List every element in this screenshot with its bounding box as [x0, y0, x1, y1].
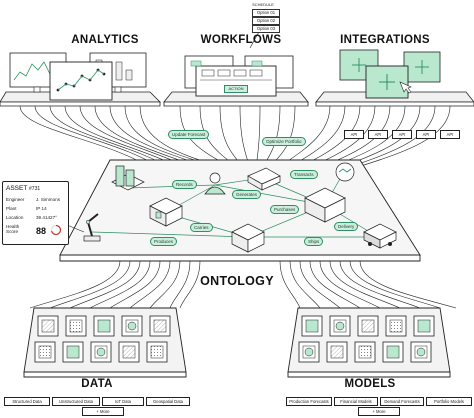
link-purchases[interactable]: Purchases — [270, 205, 300, 214]
asset-title: ASSET #731 — [6, 185, 41, 192]
model-tiles — [298, 315, 435, 363]
model-tag-production[interactable]: Production Forecasts — [286, 397, 332, 406]
data-tile — [34, 341, 56, 363]
link-delivery[interactable]: Delivery — [334, 222, 359, 231]
truck-trailer-icon — [247, 167, 281, 191]
engineer-person-icon — [204, 172, 226, 195]
data-tag-iot[interactable]: IoT Data — [102, 397, 144, 406]
model-tile — [326, 341, 348, 363]
model-tile — [410, 341, 432, 363]
data-tile — [149, 315, 171, 337]
link-records[interactable]: Records — [172, 180, 197, 189]
distribution-center-icon — [304, 187, 346, 223]
asset-field-value: J. Simmons — [36, 197, 60, 202]
workflows-shelf — [163, 55, 309, 107]
data-more-tag[interactable]: + More — [82, 407, 124, 416]
model-tag-portfolio[interactable]: Portfolio Models — [426, 397, 472, 406]
link-carries[interactable]: Carries — [190, 223, 213, 232]
model-tile — [357, 315, 379, 337]
data-tile — [121, 315, 143, 337]
ontology-platform — [59, 159, 421, 262]
asset-field-label: Engineer — [6, 197, 25, 202]
workflow-action-button[interactable]: ACTION — [224, 85, 248, 93]
asset-field-label: Health Score — [6, 224, 20, 234]
update-forecast-action[interactable]: Update Forecast — [168, 130, 210, 139]
models-heading: MODELS — [344, 378, 396, 390]
analytics-monitor-main — [49, 61, 113, 101]
option-2[interactable]: Option 02 — [252, 17, 280, 25]
robot-arm-icon — [83, 213, 101, 242]
model-tile — [301, 315, 323, 337]
option-3[interactable]: Option 03 — [252, 25, 280, 33]
workflows-heading: WORKFLOWS — [200, 34, 282, 46]
integrations-shelf — [315, 49, 474, 107]
data-tiles — [34, 315, 171, 363]
menu-connector — [249, 29, 261, 49]
link-ships[interactable]: Ships — [304, 237, 324, 246]
model-tile — [382, 341, 404, 363]
data-tag-structured[interactable]: Structured Data — [4, 397, 50, 406]
model-tile — [354, 341, 376, 363]
link-produces[interactable]: Produces — [150, 237, 178, 246]
model-tile — [298, 341, 320, 363]
warehouse-icon — [149, 197, 183, 227]
asset-card[interactable]: ASSET #731 Engineer J. Simmons Plant IP … — [2, 181, 69, 245]
api-tag-2[interactable]: API — [368, 130, 388, 139]
link-generates[interactable]: Generates — [232, 190, 262, 199]
cursor-hand-icon — [399, 81, 412, 94]
models-more-tag[interactable]: + More — [358, 407, 400, 416]
data-tag-unstructured[interactable]: Unstructured Data — [52, 397, 100, 406]
analytics-heading: ANALYTICS — [71, 34, 139, 46]
api-tag-5[interactable]: API — [440, 130, 460, 139]
health-gauge-icon — [50, 224, 62, 236]
asset-field-label: Location — [6, 215, 24, 220]
option-1[interactable]: Option 01 — [252, 9, 280, 17]
model-tile — [413, 315, 435, 337]
data-tile — [93, 315, 115, 337]
data-tile — [146, 341, 168, 363]
ontology-heading: ONTOLOGY — [200, 274, 274, 288]
handshake-icon — [335, 162, 355, 182]
data-tile — [90, 341, 112, 363]
model-tag-demand[interactable]: Demand Forecasts — [380, 397, 424, 406]
model-tile — [385, 315, 407, 337]
model-tile — [329, 315, 351, 337]
asset-field-value: IP 14 — [36, 206, 47, 211]
integrations-heading: INTEGRATIONS — [340, 34, 430, 46]
health-score-value: 88 — [36, 226, 47, 236]
api-tag-1[interactable]: API — [344, 130, 364, 139]
package-box-icon — [231, 223, 265, 253]
asset-field-value: 39.41427° — [36, 215, 57, 220]
model-tag-financial[interactable]: Financial Models — [334, 397, 378, 406]
data-tile — [118, 341, 140, 363]
data-tile — [65, 315, 87, 337]
data-tile — [37, 315, 59, 337]
asset-field-label: Plant — [6, 206, 17, 211]
api-tag-4[interactable]: API — [416, 130, 436, 139]
data-tag-geospatial[interactable]: Geospatial Data — [146, 397, 190, 406]
data-heading: DATA — [81, 378, 113, 390]
factory-icon — [111, 165, 145, 191]
data-tile — [62, 341, 84, 363]
optimize-portfolio-action[interactable]: Optimize Portfolio — [262, 137, 306, 146]
api-tag-3[interactable]: API — [392, 130, 412, 139]
bottom-cables — [29, 260, 457, 309]
schedule-flow-header: SCHEDULE FLOW — [246, 2, 280, 13]
delivery-truck-icon — [363, 223, 397, 249]
link-transacts[interactable]: Transacts — [290, 170, 318, 179]
analytics-shelf — [0, 52, 161, 107]
